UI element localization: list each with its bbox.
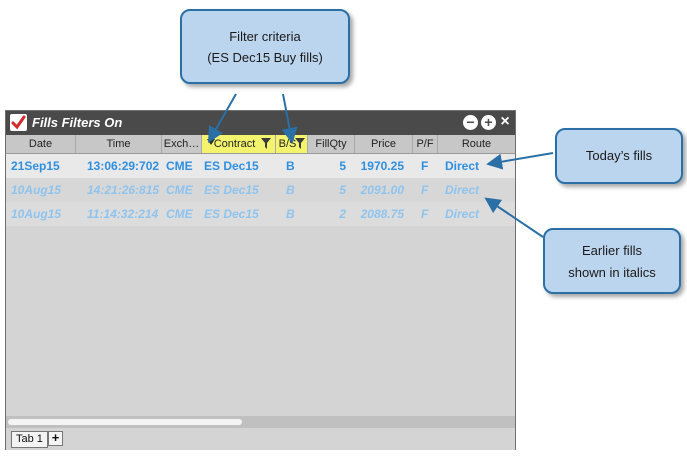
callout-text: Today’s fills: [585, 148, 653, 163]
column-header-price[interactable]: Price: [355, 135, 413, 153]
callout-text: Earlier fills: [582, 243, 642, 258]
fill-qty-cell: 5: [339, 159, 346, 173]
price-cell: 1970.25: [360, 159, 404, 173]
exchange-cell: CME: [166, 207, 193, 221]
column-header-time[interactable]: Time: [76, 135, 162, 153]
callout-text: shown in italics: [568, 265, 656, 280]
callout-text: Filter criteria: [229, 29, 301, 44]
price-cell: 2088.75: [360, 207, 404, 221]
scrollbar-thumb[interactable]: [8, 419, 242, 425]
fill-qty-cell: 5: [339, 183, 346, 197]
column-header-pf[interactable]: P/F: [413, 135, 438, 153]
buy-sell-cell: B: [286, 183, 295, 197]
sort-arrow-icon: [207, 139, 215, 145]
filter-icon[interactable]: [261, 138, 271, 149]
date-cell: 10Aug15: [11, 207, 62, 221]
route-cell: Direct: [445, 183, 480, 197]
column-header-fill-qty[interactable]: FillQty: [308, 135, 355, 153]
buy-sell-cell: B: [286, 159, 295, 173]
time-cell: 13:06:29:702: [87, 159, 160, 173]
fills-grid: 21Sep15 13:06:29:702 CME ES Dec15 B 5 19…: [6, 154, 515, 226]
filter-criteria-callout: Filter criteria (ES Dec15 Buy fills): [180, 9, 350, 84]
minimize-icon[interactable]: −: [463, 115, 478, 130]
column-header-buy-sell[interactable]: B/S: [276, 135, 308, 153]
window-title: Fills Filters On: [32, 115, 123, 130]
contract-cell: ES Dec15: [204, 183, 259, 197]
close-icon[interactable]: ×: [500, 113, 510, 130]
exchange-cell: CME: [166, 159, 193, 173]
tab-1[interactable]: Tab 1: [11, 431, 48, 448]
contract-cell: ES Dec15: [204, 207, 259, 221]
table-row[interactable]: 21Sep15 13:06:29:702 CME ES Dec15 B 5 19…: [6, 154, 515, 178]
title-bar[interactable]: Fills Filters On − + ×: [6, 111, 515, 135]
horizontal-scrollbar[interactable]: [6, 416, 515, 428]
route-cell: Direct: [445, 159, 480, 173]
pf-cell: F: [421, 159, 429, 173]
add-tab-button[interactable]: +: [48, 431, 63, 446]
maximize-icon[interactable]: +: [481, 115, 496, 130]
table-row[interactable]: 10Aug15 11:14:32:214 CME ES Dec15 B 2 20…: [6, 202, 515, 226]
fills-window: Fills Filters On − + × Date Time Exch… C…: [5, 110, 516, 450]
route-cell: Direct: [445, 207, 480, 221]
earlier-fills-callout: Earlier fills shown in italics: [543, 228, 681, 294]
date-cell: 10Aug15: [11, 183, 62, 197]
tab-bar: Tab 1 +: [6, 428, 515, 450]
contract-cell: ES Dec15: [204, 159, 259, 173]
date-cell: 21Sep15: [11, 159, 60, 173]
time-cell: 14:21:26:815: [87, 183, 160, 197]
time-cell: 11:14:32:214: [87, 207, 159, 221]
column-header-date[interactable]: Date: [6, 135, 76, 153]
exchange-cell: CME: [166, 183, 193, 197]
table-row[interactable]: 10Aug15 14:21:26:815 CME ES Dec15 B 5 20…: [6, 178, 515, 202]
checkmark-icon: [10, 114, 27, 131]
column-header-row: Date Time Exch… Contract B/S FillQty Pri…: [6, 135, 515, 154]
pf-cell: F: [421, 207, 429, 221]
buy-sell-cell: B: [286, 207, 295, 221]
filter-icon[interactable]: [295, 138, 305, 149]
todays-fills-callout: Today’s fills: [555, 128, 683, 184]
column-header-contract[interactable]: Contract: [202, 135, 276, 153]
callout-text: (ES Dec15 Buy fills): [207, 50, 323, 65]
price-cell: 2091.00: [360, 183, 404, 197]
pf-cell: F: [421, 183, 429, 197]
column-header-route[interactable]: Route: [461, 138, 492, 150]
column-header-exchange[interactable]: Exch…: [162, 135, 202, 153]
fill-qty-cell: 2: [339, 207, 346, 221]
